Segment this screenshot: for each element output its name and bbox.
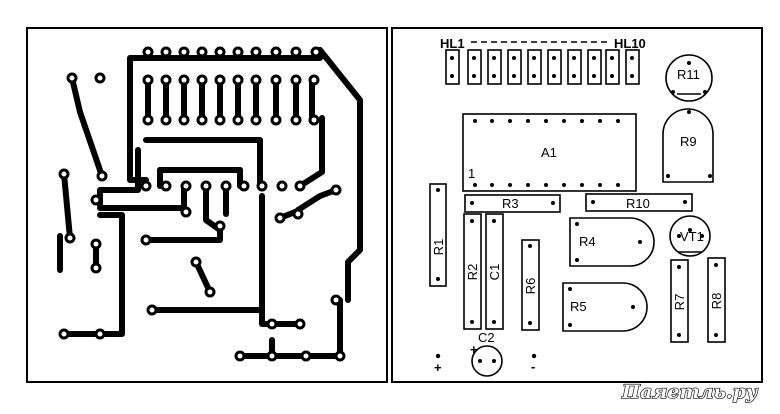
label-r5: R5 bbox=[570, 299, 587, 314]
watermark-logo: Паяетль.ру bbox=[621, 381, 759, 403]
vt1-transistor bbox=[669, 215, 711, 257]
label-r3: R3 bbox=[502, 196, 519, 211]
label-vt1: VT1 bbox=[680, 229, 704, 244]
r2-resistor bbox=[463, 213, 482, 330]
label-r11: R11 bbox=[677, 67, 700, 82]
r8-resistor bbox=[707, 257, 726, 343]
r10-resistor bbox=[585, 193, 693, 212]
label-hl10: HL10 bbox=[614, 36, 646, 51]
label-c1: C1 bbox=[487, 264, 502, 281]
component-labels: HL1 HL10 R11 R9 A1 1 R3 R10 R4 VT1 R5 R1… bbox=[431, 36, 724, 375]
label-minus-terminal: - bbox=[531, 359, 535, 374]
r11-trimmer bbox=[665, 54, 713, 102]
r4-trimmer bbox=[569, 217, 655, 267]
c1-capacitor bbox=[485, 213, 504, 330]
label-plus-terminal: + bbox=[434, 360, 442, 375]
r7-resistor bbox=[670, 259, 689, 343]
label-r7: R7 bbox=[672, 294, 687, 311]
label-r8: R8 bbox=[709, 293, 724, 310]
label-r6: R6 bbox=[523, 278, 538, 295]
r1-resistor bbox=[429, 183, 447, 287]
copper-pads bbox=[58, 46, 346, 362]
a1-ic-footprint bbox=[462, 113, 637, 192]
r3-resistor bbox=[464, 194, 561, 213]
label-r1: R1 bbox=[431, 239, 446, 256]
pcb-trace-panel bbox=[26, 27, 388, 383]
label-pin1: 1 bbox=[468, 166, 475, 181]
label-a1: A1 bbox=[541, 145, 557, 160]
label-c2: C2 bbox=[478, 330, 495, 345]
r5-trimmer bbox=[562, 282, 648, 332]
label-r2: R2 bbox=[465, 264, 480, 281]
trace-panel-border bbox=[26, 27, 388, 383]
r6-resistor bbox=[521, 239, 540, 331]
led-row-hl1-hl10 bbox=[445, 41, 640, 85]
power-terminals bbox=[435, 353, 537, 359]
component-layout-panel bbox=[391, 27, 763, 383]
label-r10: R10 bbox=[626, 196, 650, 211]
label-r4: R4 bbox=[579, 234, 596, 249]
r9-trimmer bbox=[662, 108, 714, 183]
label-hl1: HL1 bbox=[440, 36, 465, 51]
label-r9: R9 bbox=[680, 134, 697, 149]
c2-capacitor bbox=[471, 345, 503, 377]
component-panel-border bbox=[391, 27, 763, 383]
label-c2-plus: + bbox=[470, 342, 478, 357]
copper-traces bbox=[57, 47, 363, 359]
